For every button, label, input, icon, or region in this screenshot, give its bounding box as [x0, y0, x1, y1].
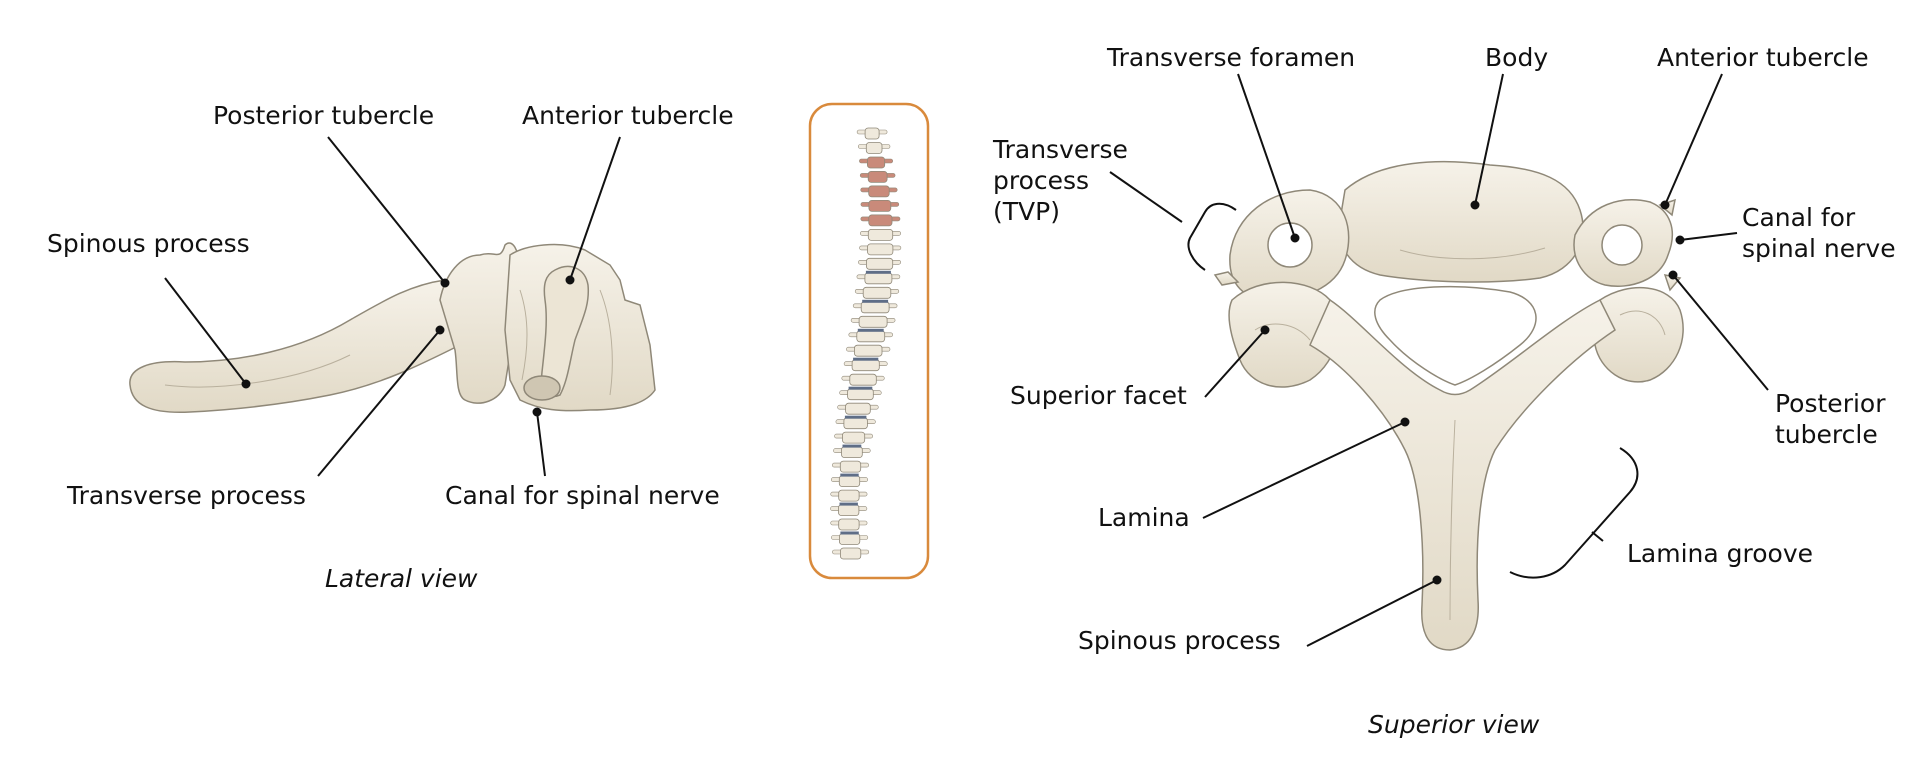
- spine-disc: [839, 502, 858, 506]
- superior-view-caption: Superior view: [1368, 710, 1540, 739]
- spine-vertebra: [849, 373, 877, 386]
- lateral-vertebra-illustration: [129, 242, 656, 414]
- spine-vertebra: [847, 388, 874, 401]
- superior-left-facet-shape: [1228, 281, 1339, 388]
- spine-vertebra: [842, 431, 866, 444]
- lateral-canal-spinal-nerve-label: Canal for spinal nerve: [445, 481, 720, 510]
- spine-column: [830, 127, 902, 560]
- lateral-anterior-tubercle-label: Anterior tubercle: [522, 101, 734, 130]
- spine-vertebra: [838, 475, 861, 488]
- spine-vertebra: [867, 243, 894, 256]
- lateral-posterior-tubercle-label: Posterior tubercle: [213, 101, 435, 130]
- spine-vertebra: [864, 272, 893, 285]
- superior-transverse-process-tvp-label: Transverse process (TVP): [993, 135, 1128, 226]
- spine-vertebra: [858, 315, 888, 328]
- spine-disc: [857, 328, 884, 332]
- superior-vertebra-illustration: [1213, 160, 1684, 651]
- spine-disc: [844, 415, 867, 419]
- spine-vertebra: [839, 533, 861, 545]
- spine-disc: [842, 444, 862, 448]
- spine-vertebra: [843, 417, 868, 430]
- spine-disc: [865, 270, 891, 274]
- spine-vertebra: [839, 460, 862, 473]
- superior-canal-spinal-nerve-label: Canal for spinal nerve: [1742, 203, 1896, 263]
- spine-disc: [853, 357, 879, 361]
- superior-left-transverse-foramen-hole: [1267, 222, 1313, 268]
- spine-vertebra: [866, 257, 894, 270]
- lateral-leader-lines: [164, 136, 621, 477]
- superior-right-transverse-foramen-hole: [1601, 224, 1643, 266]
- spine-disc: [862, 299, 889, 303]
- superior-body-label: Body: [1485, 43, 1549, 72]
- spine-vertebra: [854, 344, 883, 357]
- spine-vertebra: [840, 547, 862, 560]
- highlighted-vertebra: [868, 214, 893, 227]
- highlighted-vertebra: [868, 185, 890, 198]
- superior-transverse-foramen-label: Transverse foramen: [1107, 43, 1356, 72]
- spine-vertebra: [841, 446, 863, 459]
- spine-vertebra: [845, 402, 871, 415]
- superior-lamina-label: Lamina: [1098, 503, 1190, 532]
- spine-vertebra: [865, 142, 883, 154]
- superior-vertebral-foramen: [1374, 285, 1537, 386]
- spine-vertebra: [864, 127, 880, 140]
- superior-superior-facet-label: Superior facet: [1010, 381, 1187, 410]
- spine-vertebra: [851, 359, 880, 372]
- superior-anterior-tubercle-label: Anterior tubercle: [1657, 43, 1869, 72]
- lateral-view-caption: Lateral view: [325, 564, 478, 593]
- lateral-tubercle-shape: [540, 265, 590, 397]
- lateral-canal-shape: [523, 375, 561, 401]
- superior-lamina-spinous-shape: [1309, 298, 1616, 651]
- superior-spinous-process-label: Spinous process: [1078, 626, 1281, 655]
- spine-disc: [840, 531, 859, 535]
- highlighted-vertebra: [867, 170, 888, 183]
- highlighted-vertebra: [868, 199, 892, 212]
- spine-disc: [848, 386, 873, 390]
- lateral-spinous-process-label: Spinous process: [47, 229, 250, 258]
- spine-vertebra: [838, 518, 860, 531]
- spine-vertebra: [867, 228, 894, 241]
- spine-vertebra: [862, 286, 892, 299]
- spine-disc: [840, 473, 859, 477]
- spine-vertebra: [838, 489, 860, 502]
- spine-vertebra: [838, 504, 860, 517]
- spine-vertebra: [856, 330, 886, 343]
- highlighted-vertebra: [867, 156, 886, 169]
- spine-inset: [808, 102, 930, 580]
- superior-lamina-groove-label: Lamina groove: [1627, 539, 1814, 568]
- superior-body-shape: [1338, 160, 1584, 283]
- superior-posterior-tubercle-label: Posterior tubercle: [1775, 389, 1886, 449]
- superior-leader-lines: [1109, 73, 1769, 647]
- spine-vertebra: [860, 301, 890, 314]
- lateral-transverse-process-label: Transverse process: [67, 481, 306, 510]
